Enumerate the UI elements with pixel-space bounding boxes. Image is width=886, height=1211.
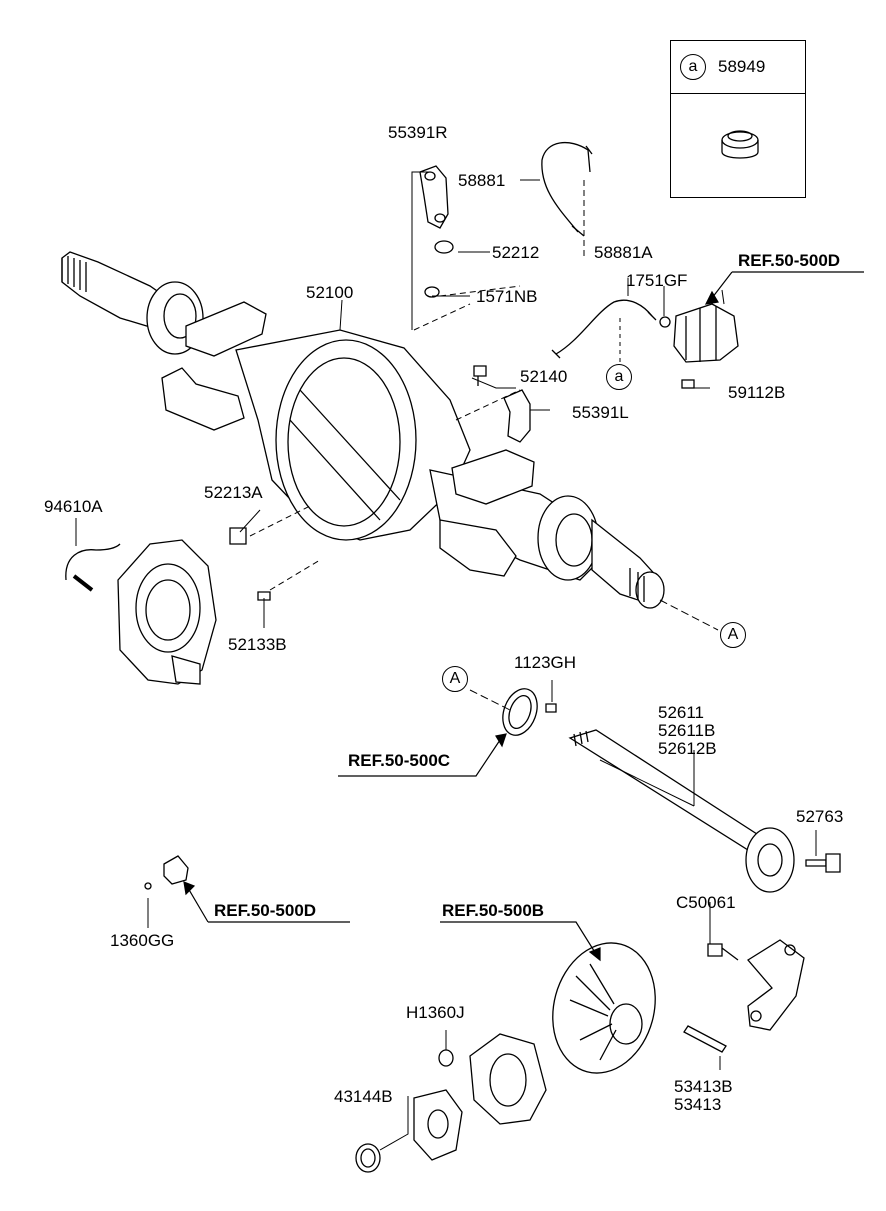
- label-58881: 58881: [458, 171, 506, 190]
- inset-box: [670, 40, 806, 198]
- callout-a-inset: a: [680, 54, 706, 80]
- cap-59112B: [681, 379, 695, 389]
- backing-plate: [117, 539, 217, 685]
- label-52611B: 52611B: [658, 721, 716, 740]
- ref-50-500D-left: REF.50-500D: [214, 901, 317, 920]
- callout-a-mid: a: [606, 364, 632, 390]
- bolt-52763: [805, 853, 841, 873]
- plug-52213A: [229, 527, 247, 545]
- label-52212: 52212: [492, 243, 540, 262]
- label-52213A: 52213A: [204, 483, 263, 502]
- callout-A-left: A: [442, 666, 468, 692]
- grommet-58949: [721, 130, 759, 159]
- clip-52212: [434, 240, 454, 254]
- washer: [355, 1143, 381, 1173]
- clip-1751GF: [659, 316, 671, 328]
- label-58881A: 58881A: [594, 243, 653, 262]
- carrier: [469, 1033, 547, 1125]
- leader-lines: [75, 171, 817, 1151]
- bolt-53413B: [683, 1025, 727, 1053]
- label-52763: 52763: [796, 807, 844, 826]
- label-55391R: 55391R: [388, 123, 448, 142]
- label-group-53413: 53413B 53413: [674, 1078, 733, 1114]
- label-52133B: 52133B: [228, 635, 287, 654]
- ref-50-500C: REF.50-500C: [348, 751, 451, 770]
- brake-hose-58881A: [551, 299, 657, 359]
- sensor-94610A: [65, 543, 121, 592]
- label-H1360J: H1360J: [406, 1003, 465, 1022]
- label-58949: 58949: [718, 57, 766, 76]
- ref-50-500B: REF.50-500B: [442, 901, 545, 920]
- nut-H1360J: [438, 1049, 454, 1067]
- label-C50061: C50061: [676, 893, 736, 912]
- label-52611: 52611: [658, 703, 705, 722]
- label-1571NB: 1571NB: [476, 287, 538, 306]
- label-1751GF: 1751GF: [626, 271, 688, 290]
- label-1360GG: 1360GG: [110, 931, 175, 950]
- label-53413: 53413: [674, 1095, 722, 1114]
- clip-1571NB: [424, 286, 440, 298]
- ref-markers: [183, 271, 864, 962]
- chamber-ref-50-500D: [673, 303, 739, 363]
- bearing-cap: [747, 939, 805, 1031]
- axle-shaft-52611: [568, 729, 795, 893]
- bolt-C50061: [707, 943, 739, 961]
- label-59112B: 59112B: [728, 383, 786, 402]
- label-group-52611: 52611 52611B 52612B: [658, 704, 717, 758]
- axle-housing-52100: [61, 251, 665, 609]
- differential-case-ref-50-500B: [552, 942, 656, 1074]
- label-52140: 52140: [520, 367, 568, 386]
- brake-hose-58881: [541, 141, 593, 237]
- label-43144B: 43144B: [334, 1087, 393, 1106]
- label-55391L: 55391L: [572, 403, 629, 422]
- label-94610A: 94610A: [44, 497, 103, 516]
- bracket-55391L: [503, 389, 531, 443]
- flange-43144B: [413, 1089, 463, 1161]
- label-53413B: 53413B: [674, 1077, 733, 1096]
- seal-ring: [502, 688, 538, 736]
- bracket-1360GG: [144, 855, 189, 890]
- callout-A-right: A: [720, 622, 746, 648]
- screw-1123GH: [545, 703, 557, 713]
- ref-50-500D-top: REF.50-500D: [738, 251, 841, 270]
- label-52100: 52100: [306, 283, 354, 302]
- bolt-52133B: [257, 591, 271, 601]
- label-52612B: 52612B: [658, 739, 717, 758]
- label-1123GH: 1123GH: [514, 653, 577, 672]
- bracket-55391R: [419, 165, 449, 229]
- inset-divider: [671, 93, 805, 94]
